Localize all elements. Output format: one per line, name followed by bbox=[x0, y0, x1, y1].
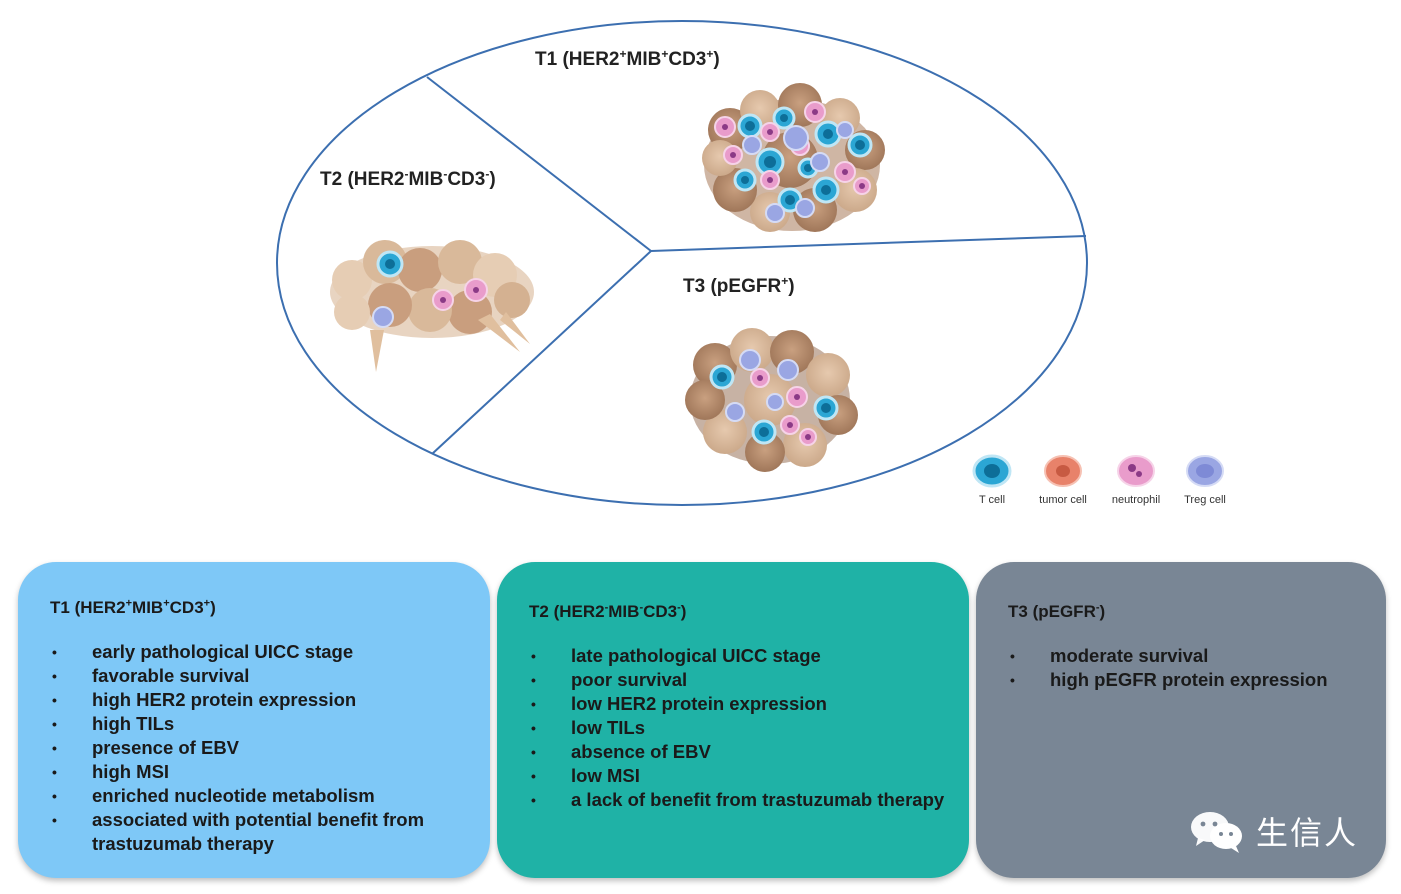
card-title-t3: T3 (pEGFR-) bbox=[1008, 601, 1106, 621]
subtype-card-t1: T1 (HER2+MIB+CD3+) early pathological UI… bbox=[18, 562, 490, 878]
feature-list-t3: moderate survival high pEGFR protein exp… bbox=[1008, 644, 1362, 692]
list-item: poor survival bbox=[529, 668, 945, 692]
svg-text:neutrophil: neutrophil bbox=[1112, 494, 1160, 506]
list-item: high HER2 protein expression bbox=[50, 688, 466, 712]
list-item: low MSI bbox=[529, 764, 945, 788]
list-item: moderate survival bbox=[1008, 644, 1362, 668]
feature-list-t1: early pathological UICC stage favorable … bbox=[50, 640, 466, 856]
segment-label-t2: T2 (HER2-MIB-CD3-) bbox=[320, 167, 496, 190]
card-title-t1: T1 (HER2+MIB+CD3+) bbox=[50, 597, 216, 617]
cell-legend: T cell tumor cell neutrophil Treg cell bbox=[972, 454, 1226, 506]
tumor-cluster-t3 bbox=[685, 328, 858, 472]
legend-item-tumor-cell: tumor cell bbox=[1039, 455, 1087, 506]
tumor-cluster-t1 bbox=[702, 83, 885, 232]
list-item: absence of EBV bbox=[529, 740, 945, 764]
neutrophil-icon bbox=[1117, 455, 1155, 487]
list-item: favorable survival bbox=[50, 664, 466, 688]
tumor-cluster-t2 bbox=[330, 240, 534, 372]
divider-line-top bbox=[426, 76, 652, 252]
list-item: presence of EBV bbox=[50, 736, 466, 760]
card-title-t2: T2 (HER2-MIB-CD3-) bbox=[529, 601, 687, 621]
list-item: a lack of benefit from trastuzumab thera… bbox=[529, 788, 945, 812]
subtype-card-t2: T2 (HER2-MIB-CD3-) late pathological UIC… bbox=[497, 562, 969, 878]
feature-list-t2: late pathological UICC stage poor surviv… bbox=[529, 644, 945, 812]
segment-label-t1: T1 (HER2+MIB+CD3+) bbox=[535, 47, 720, 70]
svg-text:T cell: T cell bbox=[979, 494, 1005, 506]
list-item: high pEGFR protein expression bbox=[1008, 668, 1362, 692]
divider-line-bottom bbox=[431, 250, 652, 455]
legend-item-treg-cell: Treg cell bbox=[1184, 455, 1226, 506]
subtype-ellipse bbox=[276, 20, 1088, 506]
subtype-card-t3: T3 (pEGFR-) moderate survival high pEGFR… bbox=[976, 562, 1386, 878]
watermark-text: 生信人 bbox=[1256, 814, 1359, 852]
list-item: enriched nucleotide metabolism bbox=[50, 784, 466, 808]
list-item: late pathological UICC stage bbox=[529, 644, 945, 668]
segment-label-t3: T3 (pEGFR+) bbox=[683, 274, 795, 297]
watermark: 生信人 bbox=[1188, 806, 1358, 856]
tumor-subtype-diagram: T1 (HER2+MIB+CD3+) T2 (HER2-MIB-CD3-) T3… bbox=[276, 20, 1226, 506]
wechat-icon bbox=[1191, 812, 1242, 853]
list-item: low HER2 protein expression bbox=[529, 692, 945, 716]
list-item: associated with potential benefit from t… bbox=[50, 808, 472, 856]
legend-item-neutrophil: neutrophil bbox=[1112, 455, 1160, 506]
list-item: low TILs bbox=[529, 716, 945, 740]
list-item: high MSI bbox=[50, 760, 466, 784]
svg-text:Treg cell: Treg cell bbox=[1184, 494, 1226, 506]
svg-text:tumor cell: tumor cell bbox=[1039, 494, 1087, 506]
list-item: early pathological UICC stage bbox=[50, 640, 466, 664]
legend-item-t-cell: T cell bbox=[972, 454, 1012, 506]
divider-line-right bbox=[650, 235, 1087, 252]
list-item: high TILs bbox=[50, 712, 466, 736]
